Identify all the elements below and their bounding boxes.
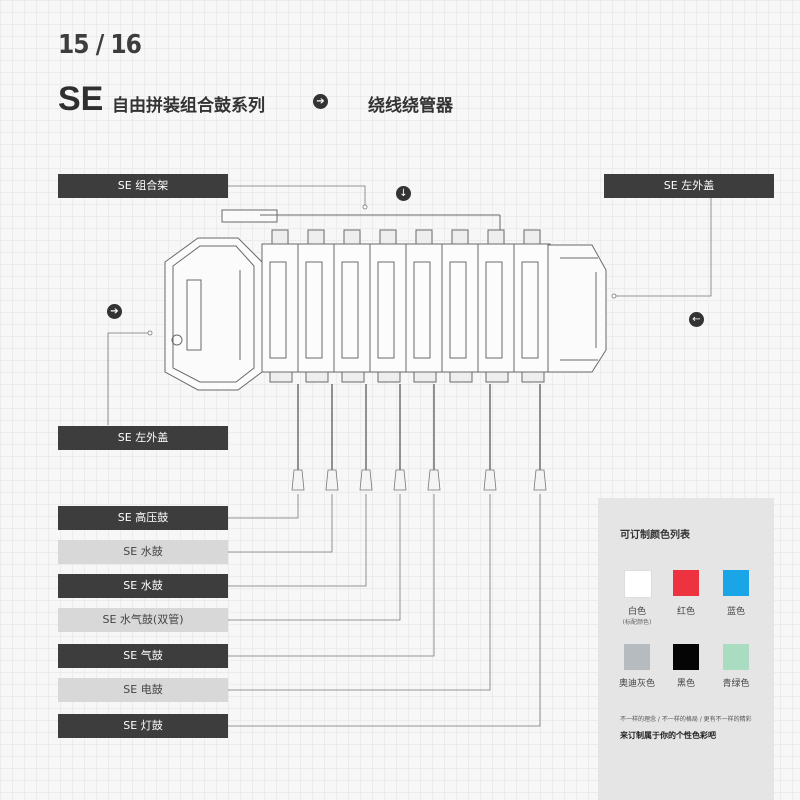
label-frame: SE 组合架 — [58, 174, 228, 198]
leader-line — [228, 494, 491, 691]
label-drum-water-air: SE 水气鼓(双管) — [58, 608, 228, 632]
hose-nozzle — [359, 469, 373, 491]
hose-nozzle — [325, 469, 339, 491]
label-drum-water: SE 水鼓 — [58, 540, 228, 564]
label-drum-electric: SE 电鼓 — [58, 678, 228, 702]
swatch-note: (标配颜色) — [622, 619, 652, 626]
hose-nozzle — [291, 469, 305, 491]
page-number: 15 / 16 — [58, 30, 142, 60]
drum-segment — [405, 229, 443, 383]
drum-segment — [477, 229, 515, 383]
hose-nozzle — [483, 469, 497, 491]
drum-segment — [441, 229, 479, 383]
swatch-label: 青绿色 — [722, 679, 750, 689]
palette-tagline: 不一样的理念 / 不一样的格局 / 更有不一样的精彩 — [620, 716, 752, 723]
drum-segment — [261, 229, 299, 383]
swatch-label: 蓝色 — [726, 607, 745, 617]
swatch-blue — [723, 570, 749, 596]
brand-name: SE — [58, 80, 104, 118]
label-left-cover: SE 左外盖 — [58, 426, 228, 450]
swatch-cyan-green — [723, 644, 749, 670]
label-drum-air: SE 气鼓 — [58, 644, 228, 668]
color-palette-panel: 可订制颜色列表 白色 (标配颜色) 红色 蓝色 奥迪灰色 黑色 青绿色 不一样的… — [598, 498, 774, 800]
swatch-label: 白色 — [627, 607, 646, 617]
palette-title: 可订制颜色列表 — [620, 530, 690, 541]
label-right-cover: SE 左外盖 — [604, 174, 774, 198]
page-title: 自由拼装组合鼓系列 — [112, 96, 265, 116]
label-drum-high-pressure: SE 高压鼓 — [58, 506, 228, 530]
swatch-red — [673, 570, 699, 596]
hose-nozzle — [393, 469, 407, 491]
leader-line — [228, 494, 435, 657]
leader-line — [228, 494, 367, 587]
swatch-white — [624, 570, 652, 598]
label-drum-water: SE 水鼓 — [58, 574, 228, 598]
swatch-label: 黑色 — [676, 679, 695, 689]
leader-line — [228, 494, 401, 621]
swatch-label: 红色 — [676, 607, 695, 617]
swatch-audi-gray — [624, 644, 650, 670]
leader-line — [228, 494, 541, 727]
drum-segment — [369, 229, 407, 383]
palette-cta: 来订制属于你的个性色彩吧 — [620, 731, 716, 740]
label-drum-light: SE 灯鼓 — [58, 714, 228, 738]
leader-line — [228, 494, 299, 519]
left-arrow-icon: ← — [689, 312, 704, 327]
drum-segment — [297, 229, 335, 383]
right-arrow-icon: ➔ — [313, 94, 328, 109]
down-arrow-icon: ↓ — [396, 186, 411, 201]
page-subtitle: 绕线绕管器 — [368, 96, 453, 116]
hose-nozzle — [533, 469, 547, 491]
swatch-label: 奥迪灰色 — [618, 679, 655, 689]
drum-segment — [513, 229, 551, 383]
leader-line — [228, 494, 333, 553]
hose-nozzle — [427, 469, 441, 491]
drum-segment — [333, 229, 371, 383]
swatch-black — [673, 644, 699, 670]
right-arrow-icon: ➔ — [107, 304, 122, 319]
